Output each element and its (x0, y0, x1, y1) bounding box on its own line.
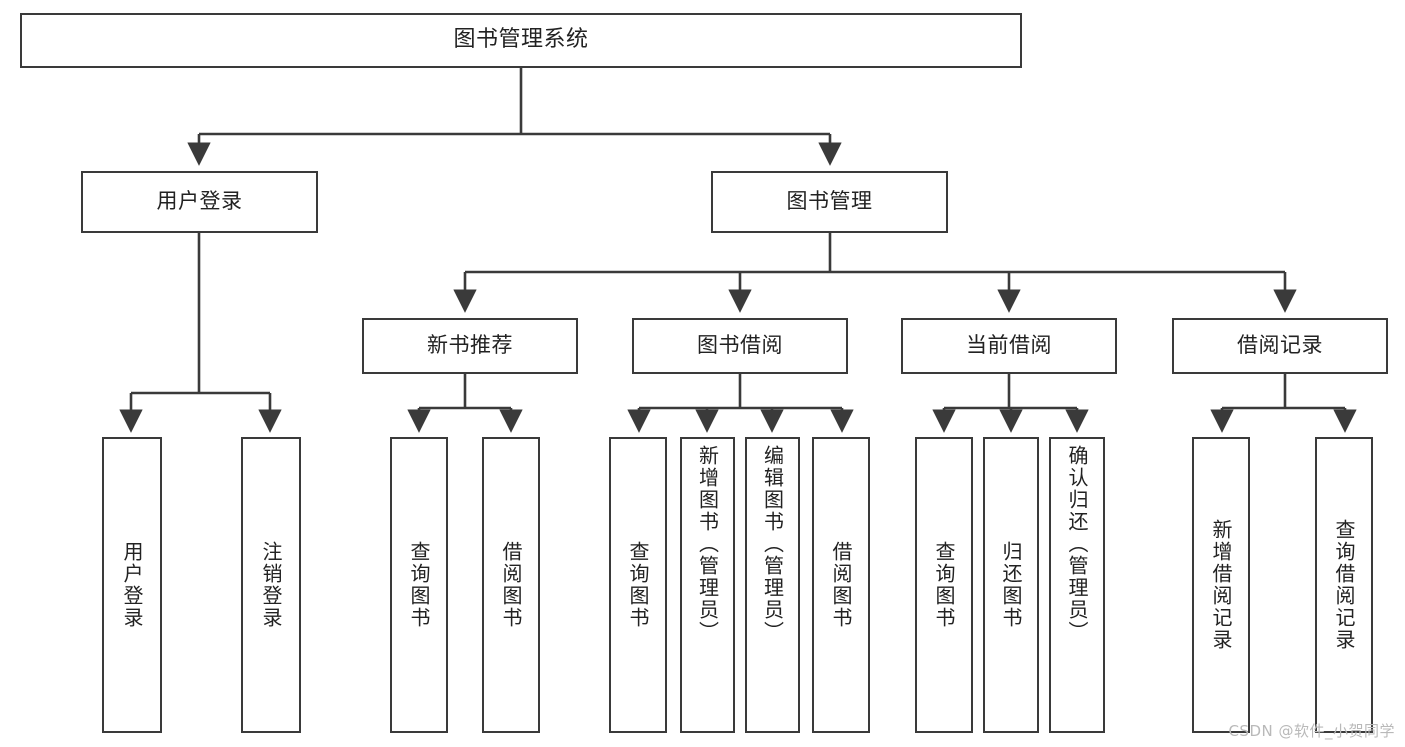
node-leaf-query-book-recommend[interactable]: 查询图书 (390, 437, 448, 733)
node-current-borrow-label: 当前借阅 (966, 333, 1052, 358)
node-leaf-borrow-book-label: 借阅图书 (829, 541, 853, 629)
node-leaf-logout[interactable]: 注销登录 (241, 437, 301, 733)
node-leaf-edit-book-admin[interactable]: 编辑图书（管理员） (745, 437, 800, 733)
node-leaf-query-borrow-record-label: 查询借阅记录 (1332, 519, 1356, 651)
node-root-label: 图书管理系统 (453, 27, 589, 53)
node-user-login-label: 用户登录 (156, 189, 243, 214)
node-leaf-query-book-current-label: 查询图书 (932, 541, 956, 629)
node-leaf-borrow-book-recommend[interactable]: 借阅图书 (482, 437, 540, 733)
node-leaf-confirm-return-admin[interactable]: 确认归还（管理员） (1049, 437, 1105, 733)
node-book-management[interactable]: 图书管理 (711, 171, 948, 233)
node-leaf-user-login-label: 用户登录 (120, 541, 144, 629)
node-leaf-add-book-admin[interactable]: 新增图书（管理员） (680, 437, 735, 733)
node-leaf-confirm-return-admin-label: 确认归还（管理员） (1065, 445, 1089, 643)
node-leaf-add-borrow-record-label: 新增借阅记录 (1209, 519, 1233, 651)
node-borrow-record-label: 借阅记录 (1237, 333, 1323, 358)
node-book-borrow[interactable]: 图书借阅 (632, 318, 848, 374)
node-leaf-query-book-recommend-label: 查询图书 (407, 541, 431, 629)
node-root-book-management-system[interactable]: 图书管理系统 (20, 13, 1022, 68)
node-leaf-query-book-current[interactable]: 查询图书 (915, 437, 973, 733)
node-current-borrow[interactable]: 当前借阅 (901, 318, 1117, 374)
node-leaf-edit-book-admin-label: 编辑图书（管理员） (760, 445, 785, 643)
node-leaf-return-book-label: 归还图书 (999, 541, 1023, 629)
node-leaf-borrow-book-recommend-label: 借阅图书 (499, 541, 523, 629)
node-borrow-record[interactable]: 借阅记录 (1172, 318, 1388, 374)
node-book-management-label: 图书管理 (786, 189, 873, 214)
node-leaf-add-borrow-record[interactable]: 新增借阅记录 (1192, 437, 1250, 733)
node-new-book-recommend-label: 新书推荐 (427, 333, 513, 358)
node-new-book-recommend[interactable]: 新书推荐 (362, 318, 578, 374)
node-user-login[interactable]: 用户登录 (81, 171, 318, 233)
node-leaf-query-book-borrow-label: 查询图书 (626, 541, 650, 629)
node-leaf-borrow-book[interactable]: 借阅图书 (812, 437, 870, 733)
node-leaf-query-book-borrow[interactable]: 查询图书 (609, 437, 667, 733)
node-book-borrow-label: 图书借阅 (697, 333, 783, 358)
node-leaf-logout-label: 注销登录 (259, 541, 283, 629)
node-leaf-add-book-admin-label: 新增图书（管理员） (695, 445, 720, 643)
node-leaf-query-borrow-record[interactable]: 查询借阅记录 (1315, 437, 1373, 733)
watermark-text: CSDN @软件_小贺同学 (1228, 722, 1395, 740)
node-leaf-user-login[interactable]: 用户登录 (102, 437, 162, 733)
node-leaf-return-book[interactable]: 归还图书 (983, 437, 1039, 733)
